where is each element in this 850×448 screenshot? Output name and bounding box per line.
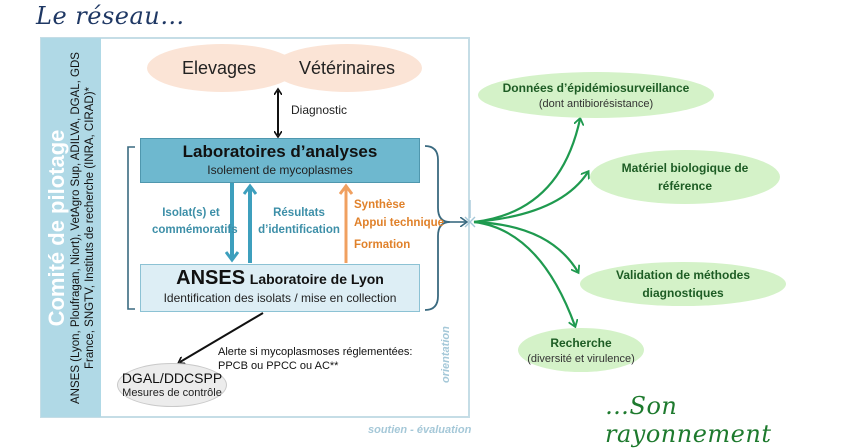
anses-title-rest: Laboratoire de Lyon [249, 271, 384, 287]
dgal-title: DGAL/DDCSPP [121, 370, 223, 386]
output-validation-title: Validation de méthodes [615, 268, 751, 282]
labs-title: Laboratoires d’analyses [182, 142, 378, 161]
output-epidemio-subtitle: (dont antibiorésistance) [538, 98, 654, 110]
isolates-label-line1: Isolat(s) et [162, 207, 220, 219]
results-label: Résultats d’identification [255, 205, 343, 239]
anses-title-main: ANSES [176, 267, 246, 289]
labs-box: Laboratoires d’analyses Isolement de myc… [140, 138, 420, 183]
anses-subtitle: Identification des isolats / mise en col… [163, 291, 397, 305]
output-recherche-subtitle: (diversité et virulence) [527, 353, 635, 365]
steering-committee-panel: Comité de pilotage ANSES (Lyon, Ploufrag… [41, 38, 101, 417]
heading-son-rayonnement: …Son rayonnement [605, 392, 772, 448]
orientation-cross-icon [464, 216, 476, 228]
support-label-appui: Appui technique [354, 217, 445, 229]
output-validation-methodes: Validation de méthodes diagnostiques [580, 262, 786, 306]
alert-line1: Alerte si mycoplasmoses réglementées: [218, 346, 413, 358]
output-arrow-materiel [473, 172, 588, 224]
output-materiel-title2: référence [657, 179, 713, 193]
results-label-line1: Résultats [273, 207, 325, 219]
output-materiel-biologique: Matériel biologique de référence [590, 150, 780, 204]
support-label-formation: Formation [354, 239, 411, 251]
support-label: Synthèse Appui technique Formation [354, 196, 444, 254]
alert-line2: PPCB ou PPCC ou AC** [218, 360, 339, 372]
output-arrow-recherche [473, 220, 575, 326]
orientation-label: orientation [440, 326, 452, 383]
label-elevages: Elevages [181, 57, 257, 78]
anses-box: ANSES Laboratoire de Lyon Identification… [140, 264, 420, 312]
labs-subtitle: Isolement de mycoplasmes [207, 163, 353, 177]
output-arrow-validation [473, 220, 578, 272]
oval-dgal: DGAL/DDCSPP Mesures de contrôle [117, 363, 227, 407]
output-epidemio-title: Données d’épidémiosurveillance [502, 81, 690, 95]
diagnostic-label: Diagnostic [291, 103, 348, 117]
isolates-label: Isolat(s) et commémoratifs [152, 205, 238, 239]
output-recherche: Recherche (diversité et virulence) [518, 328, 644, 372]
output-epidemiosurveillance: Données d’épidémiosurveillance (dont ant… [478, 72, 714, 118]
isolates-label-line2: commémoratifs [152, 224, 238, 236]
support-evaluation-label: soutien - évaluation [368, 424, 472, 436]
dgal-subtitle: Mesures de contrôle [122, 387, 222, 399]
alert-arrow [180, 312, 264, 362]
anses-title: ANSES Laboratoire de Lyon [141, 267, 419, 290]
output-recherche-title: Recherche [550, 336, 612, 350]
output-validation-title2: diagnostiques [642, 286, 724, 300]
oval-veterinaires: Vétérinaires [272, 44, 422, 92]
support-label-synthese: Synthèse [354, 199, 406, 211]
output-materiel-title: Matériel biologique de [621, 161, 749, 175]
heading-le-reseau: Le réseau… [36, 2, 185, 30]
results-label-line2: d’identification [258, 224, 340, 236]
left-bracket [127, 146, 135, 310]
label-veterinaires: Vétérinaires [298, 57, 396, 78]
output-arrow-epidemio [473, 119, 580, 224]
alert-text: Alerte si mycoplasmoses réglementées: PP… [218, 345, 412, 373]
